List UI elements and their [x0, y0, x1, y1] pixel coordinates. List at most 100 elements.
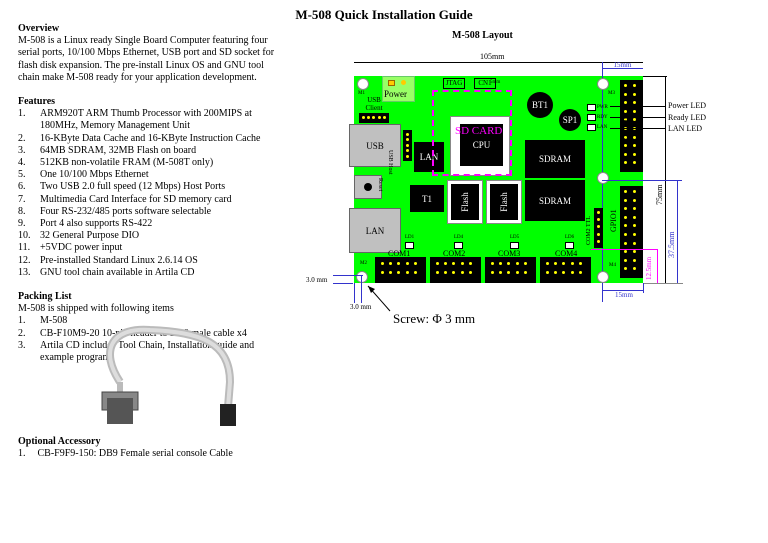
flash-label: Flash — [459, 192, 470, 212]
mount-hole-m4 — [597, 271, 609, 283]
transformer-t1: T1 — [410, 185, 444, 212]
usb-host-header — [403, 130, 412, 161]
dim-line — [333, 275, 363, 276]
list-item: Pre-installed Standard Linux 2.6.14 OS — [40, 254, 198, 266]
com2-header — [430, 257, 481, 283]
width-dimension: 105mm — [480, 52, 505, 61]
ld6-label: LD6 — [565, 235, 575, 240]
features-list: 1.ARM920T ARM Thumb Processor with 200MI… — [18, 108, 261, 278]
mount-hole-m3 — [597, 78, 609, 90]
cn1-header: CN1 — [474, 78, 496, 89]
width-dimension-line — [354, 62, 643, 63]
dim-line — [361, 276, 362, 303]
optional-section: Optional Accessory 1.CB-F9F9-150: DB9 Fe… — [18, 436, 233, 459]
com2-ttl-label: COM2 TTL — [586, 215, 592, 245]
list-item: 16-KByte Data Cache and 16-KByte Instruc… — [40, 132, 261, 144]
screw-label: Screw: Φ 3 mm — [393, 311, 476, 326]
dim-75-line — [665, 76, 666, 283]
legend-ready-led: Ready LED — [668, 112, 706, 122]
left-column: Overview M-508 is a Linux ready Single B… — [18, 23, 278, 364]
dim-3mm-left: 3.0 mm — [306, 276, 328, 284]
battery-bt1: BT1 — [527, 92, 553, 118]
legend-power-led: Power LED — [668, 101, 706, 110]
sd-card-label: SD CARD — [455, 125, 503, 137]
lan-led-label: LAN — [597, 125, 608, 130]
usb-host-label: USB Host — [387, 150, 393, 175]
m2-label: M2 — [360, 261, 367, 266]
flash-label: Flash — [498, 192, 509, 212]
speaker-sp1: SP1 — [559, 109, 581, 131]
legend-lan-led: LAN LED — [668, 124, 702, 133]
list-item: CB-F9F9-150: DB9 Female serial console C… — [37, 448, 233, 459]
usb-client-label: USB Client — [365, 96, 383, 112]
dim-line — [354, 283, 355, 303]
bottom-15mm-dimension: 15mm — [615, 291, 633, 299]
dim-75mm: 75mm — [655, 184, 664, 205]
dim-line — [602, 180, 682, 181]
pointer-line — [610, 117, 665, 118]
packing-heading: Packing List — [18, 291, 72, 303]
gpio0-header — [620, 80, 643, 172]
features-heading: Features — [18, 96, 56, 108]
dim-line — [643, 283, 644, 293]
optional-heading: Optional Accessory — [18, 436, 101, 447]
pointer-line — [610, 128, 665, 129]
cpu-chip: CPU — [460, 124, 503, 166]
com1-label: COM1 — [388, 249, 411, 258]
rdy-label: RDY — [597, 115, 608, 120]
list-item: Two USB 2.0 full speed (12 Mbps) Host Po… — [40, 181, 226, 193]
dim-37-5mm: 37.5mm — [667, 231, 676, 258]
list-item: M-508 — [40, 315, 68, 327]
m1-label: M1 — [358, 91, 365, 96]
sdram-chip-2: SDRAM — [525, 180, 585, 221]
com2-ttl-header — [594, 208, 603, 248]
usb-port: USB — [349, 124, 401, 167]
ld1-label: LD1 — [405, 235, 415, 240]
led-ld4 — [454, 242, 463, 249]
reset-button[interactable] — [354, 175, 382, 199]
jtag-header: JTAG — [443, 78, 465, 89]
lan-chip: LAN — [414, 142, 444, 172]
mount-hole-m2 — [356, 271, 368, 283]
list-item: GNU tool chain available in Artila CD — [40, 266, 195, 278]
dim-line — [643, 76, 667, 77]
com3-label: COM3 — [498, 249, 521, 258]
list-item: Artila CD includes Tool Chain, Installat… — [40, 339, 255, 364]
overview-text: M-508 is a Linux ready Single Board Comp… — [18, 35, 275, 83]
dim-line — [643, 283, 683, 284]
reset-label: Reset — [377, 178, 383, 192]
list-item: +5VDC power input — [40, 242, 123, 254]
led-ld5 — [510, 242, 519, 249]
list-item: ARM920T ARM Thumb Processor with 200MIPS… — [40, 108, 252, 132]
overview-heading: Overview — [18, 23, 60, 34]
dim-3mm-bottom: 3.0 mm — [350, 303, 372, 311]
dim-12-5mm: 12.5mm — [645, 256, 653, 280]
list-item: 512KB non-volatile FRAM (M-508T only) — [40, 157, 214, 169]
top-15mm-dimension: 15mm — [602, 62, 643, 69]
dim-line — [333, 283, 353, 284]
list-item: 64MB SDRAM, 32MB Flash on board — [40, 144, 197, 156]
serial-cable-image — [101, 325, 236, 426]
led-ld6 — [565, 242, 574, 249]
page-title: M-508 Quick Installation Guide — [295, 7, 473, 22]
usb-client-header — [359, 113, 389, 123]
pwr-led — [587, 104, 596, 111]
gpio1-header — [620, 186, 643, 278]
dim-375-line — [677, 180, 678, 283]
list-item: 32 General Purpose DIO — [40, 230, 140, 242]
mount-hole — [597, 172, 609, 184]
flash-chip-2-frame: Flash — [486, 180, 522, 224]
rdy-led — [587, 114, 596, 121]
m4-label: M4 — [609, 263, 616, 268]
list-item: Multimedia Card Interface for SD memory … — [40, 193, 232, 205]
sd-card-slot — [432, 90, 512, 176]
dim-line — [591, 249, 658, 250]
power-connector: Power — [382, 76, 415, 102]
dim-125-line — [657, 249, 658, 283]
gpio1-label: GPIO1 — [609, 209, 618, 232]
list-item: One 10/100 Mbps Ethernet — [40, 169, 149, 181]
flash-chip-1-frame: Flash — [447, 180, 483, 224]
list-item: Four RS-232/485 ports software selectabl… — [40, 205, 212, 217]
led-ld1 — [405, 242, 414, 249]
list-item: Port 4 also supports RS-422 — [40, 218, 153, 230]
